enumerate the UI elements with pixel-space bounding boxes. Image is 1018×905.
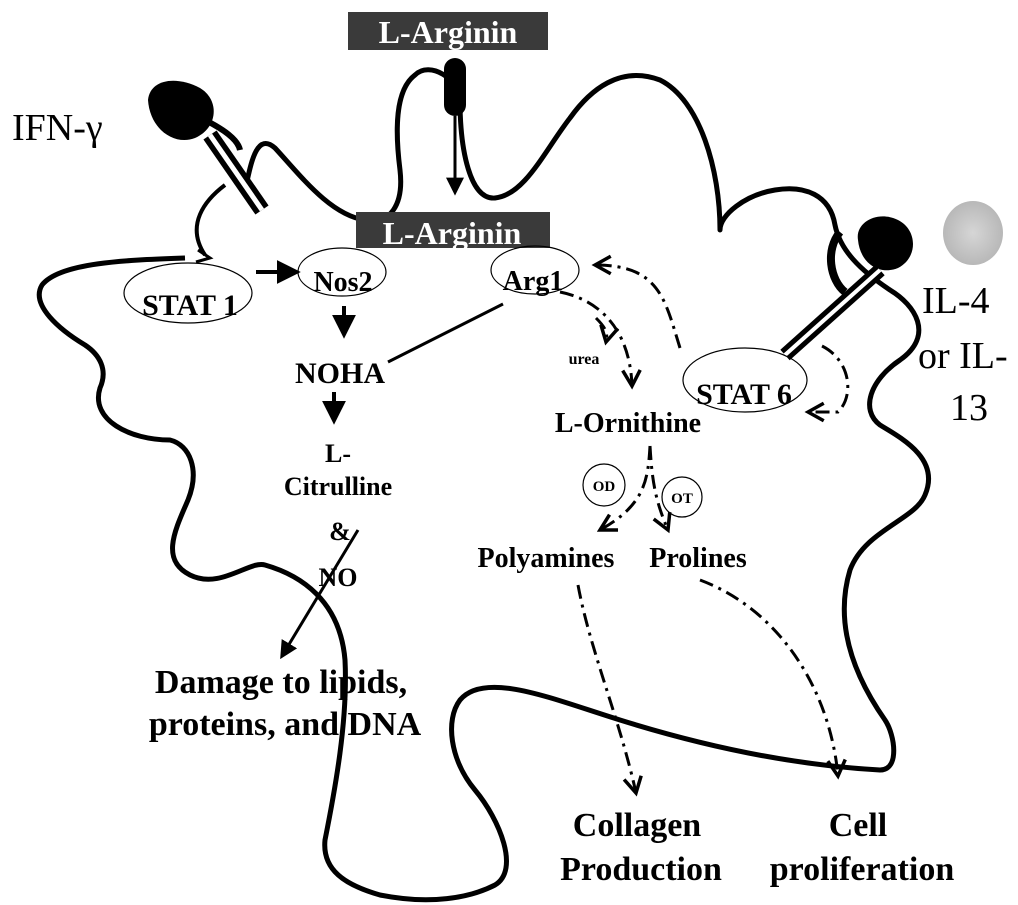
urea-label: urea — [569, 351, 600, 368]
il4-il13-receptor — [785, 216, 913, 355]
stat6-label: STAT 6 — [696, 378, 792, 411]
od-label: OD — [593, 479, 616, 495]
cell-label-line2: proliferation — [770, 851, 955, 888]
arrow-receptor-stat6 — [808, 346, 848, 412]
cytokine-particle — [943, 201, 1003, 265]
prolines-label: Prolines — [649, 543, 747, 574]
collagen-label-line2: Production — [560, 851, 722, 888]
arrow-polyamines-collagen — [578, 585, 636, 793]
damage-label-line1: Damage to lipids, — [155, 664, 407, 701]
ifn-gamma-label: IFN-γ — [12, 107, 103, 149]
cell-membrane — [39, 70, 928, 900]
citrulline-label-line2: Citrulline — [284, 472, 392, 501]
arginine-inside-label: L-Arginin — [383, 215, 522, 251]
arg1-label: Arg1 — [503, 266, 564, 297]
stat1-label: STAT 1 — [142, 289, 238, 322]
il4-label-line3: 13 — [950, 387, 988, 429]
cell-label-line1: Cell — [829, 807, 888, 844]
arrow-no-damage — [282, 530, 358, 656]
arginine-outside-label: L-Arginin — [379, 14, 518, 50]
arrow-arg1-ornithine — [560, 292, 632, 386]
il4-label-line1: IL-4 — [922, 280, 990, 322]
no-label: NO — [319, 563, 358, 592]
ot-label: OT — [671, 491, 693, 507]
noha-label: NOHA — [295, 357, 385, 390]
collagen-label-line1: Collagen — [573, 807, 702, 844]
il4-label-line2: or IL- — [918, 335, 1008, 377]
ifn-gamma-receptor — [148, 81, 262, 262]
arrow-arg1-urea — [596, 318, 607, 342]
nos2-label: Nos2 — [313, 267, 372, 298]
ornithine-label: L-Ornithine — [555, 408, 701, 439]
damage-label-line2: proteins, and DNA — [149, 706, 422, 743]
line-arg1-noha — [388, 304, 503, 362]
polyamines-label: Polyamines — [478, 543, 615, 574]
citrulline-label-line1: L- — [325, 439, 351, 468]
ampersand-label: & — [329, 517, 351, 546]
arrow-ornithine-prolines — [650, 446, 668, 530]
